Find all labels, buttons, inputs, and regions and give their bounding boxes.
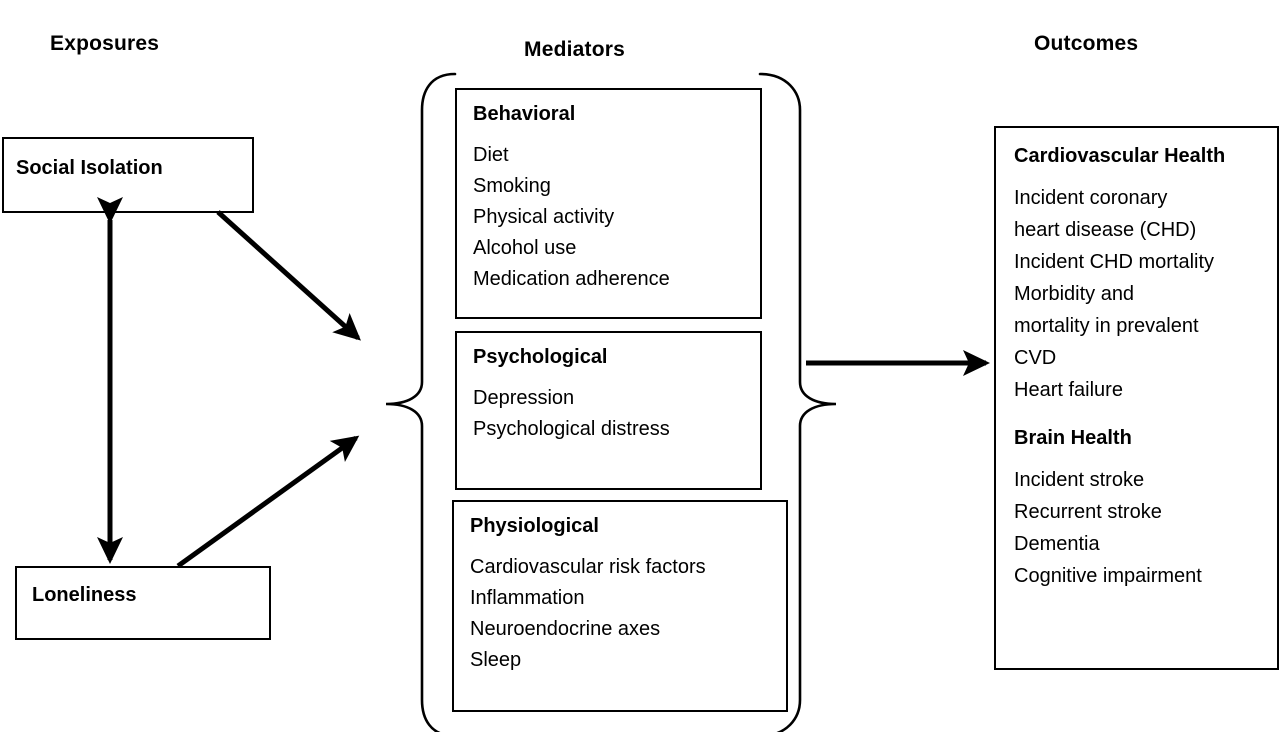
exposure-label-loneliness: Loneliness — [32, 584, 137, 606]
outcome-item: Recurrent stroke — [1014, 501, 1162, 523]
outcome-item: Cognitive impairment — [1014, 565, 1202, 587]
mediator-panel-psychological[interactable]: Psychological Depression Psychological d… — [455, 331, 762, 490]
connector-loneliness-mediators — [176, 435, 360, 569]
outcome-group-title-cardiovascular-health: Cardiovascular Health — [1014, 145, 1226, 167]
mediator-item: Smoking — [473, 175, 551, 197]
mediator-item: Alcohol use — [473, 237, 577, 259]
outcome-item: Incident coronary — [1014, 187, 1168, 209]
outcomes-box[interactable]: Cardiovascular Health Incident coronary … — [994, 126, 1279, 670]
outcome-item: heart disease (CHD) — [1014, 219, 1197, 241]
mediators-left-brace — [385, 72, 457, 732]
outcome-spacer — [1014, 406, 1269, 424]
mediator-item: Inflammation — [470, 587, 585, 609]
column-title-outcomes: Outcomes — [1034, 32, 1139, 55]
mediator-panel-title-behavioral: Behavioral — [473, 103, 576, 125]
mediator-item: Physical activity — [473, 206, 615, 228]
mediator-item: Psychological distress — [473, 418, 670, 440]
exposure-box-social-isolation[interactable] — [2, 137, 254, 213]
outcome-item: Heart failure — [1014, 379, 1123, 401]
mediator-item: Cardiovascular risk factors — [470, 556, 706, 578]
exposure-box-loneliness[interactable] — [15, 566, 271, 640]
mediator-item: Diet — [473, 144, 509, 166]
mediator-item: Medication adherence — [473, 268, 670, 290]
outcome-group-title-brain-health: Brain Health — [1014, 427, 1132, 449]
mediator-item: Sleep — [470, 649, 522, 671]
column-title-mediators: Mediators — [524, 38, 625, 61]
mediator-panel-physiological[interactable]: Physiological Cardiovascular risk factor… — [452, 500, 788, 712]
outcome-item: mortality in prevalent — [1014, 315, 1199, 337]
mediator-panel-title-psychological: Psychological — [473, 346, 608, 368]
mediator-panel-behavioral[interactable]: Behavioral Diet Smoking Physical activit… — [455, 88, 762, 319]
outcome-item: CVD — [1014, 347, 1057, 369]
outcome-item: Dementia — [1014, 533, 1100, 555]
mediator-item: Depression — [473, 387, 575, 409]
connector-social-isolation-mediators — [216, 210, 361, 341]
column-title-exposures: Exposures — [50, 32, 160, 55]
mediator-item: Neuroendocrine axes — [470, 618, 661, 640]
exposure-label-social-isolation: Social Isolation — [16, 157, 163, 179]
mediator-panel-title-physiological: Physiological — [470, 515, 599, 537]
outcome-item: Incident stroke — [1014, 469, 1145, 491]
outcome-item: Morbidity and — [1014, 283, 1135, 305]
outcome-item: Incident CHD mortality — [1014, 251, 1215, 273]
